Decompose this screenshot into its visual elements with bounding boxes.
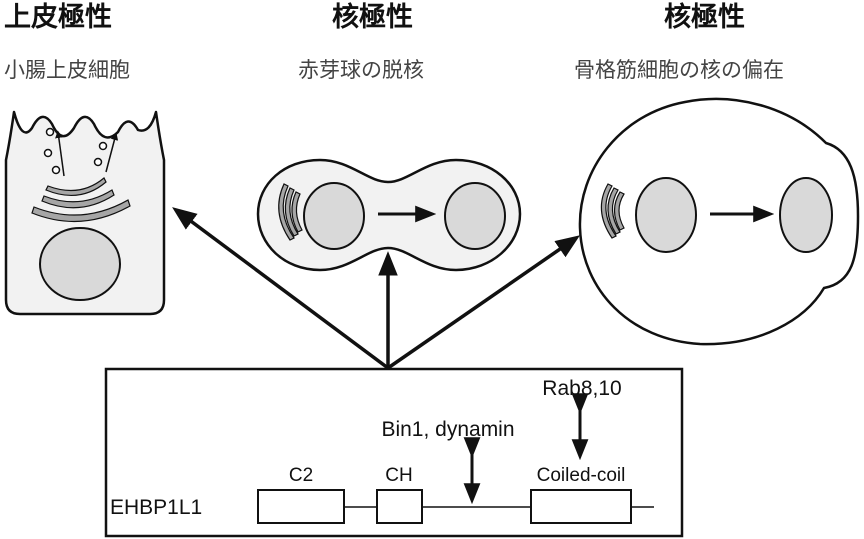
epithelial-cell — [4, 110, 166, 316]
muscle-cell — [578, 97, 860, 346]
panel-subtitle-erythroblast: 赤芽球の脱核 — [298, 58, 424, 82]
panel-subtitle-muscle: 骨格筋細胞の核の偏在 — [574, 58, 784, 82]
epithelial-nucleus — [39, 227, 121, 301]
domain-label-ch: CH — [385, 465, 412, 486]
protein-name: EHBP1L1 — [110, 496, 202, 519]
panel-subtitle-epithelial: 小腸上皮細胞 — [4, 58, 130, 82]
arrow-to-epithelial — [172, 207, 390, 370]
muscle-nucleus-origin — [635, 177, 697, 253]
panel-title-erythroblast: 核極性 — [332, 2, 413, 33]
domain-ch — [376, 489, 423, 524]
muscle-nucleus-peripheral — [779, 177, 833, 253]
domain-c2 — [257, 489, 345, 524]
golgi-apparatus — [31, 177, 131, 223]
binding-label-rab8-10: Rab8,10 — [542, 377, 621, 400]
protein-domain-panel: EHBP1L1 C2 CH Coiled-coil Bin1, dynamin … — [104, 367, 684, 538]
domain-label-coiled-coil: Coiled-coil — [537, 465, 626, 486]
vesicles — [43, 127, 108, 175]
domain-label-c2: C2 — [289, 465, 313, 486]
panel-title-epithelial: 上皮極性 — [4, 2, 112, 33]
secretion-arrow-right — [105, 132, 119, 173]
function-arrows — [172, 207, 581, 370]
erythroblast-nucleus-origin — [303, 182, 365, 250]
muscle-golgi — [600, 183, 625, 239]
binding-label-bin1-dynamin: Bin1, dynamin — [381, 418, 514, 441]
secretion-arrow-left — [55, 130, 65, 177]
erythroblast-cell — [256, 158, 522, 272]
erythroblast-nucleus-extruded — [444, 182, 506, 250]
muscle-cell-body — [578, 97, 860, 346]
domain-coiled-coil — [530, 489, 632, 524]
erythroblast-golgi — [278, 183, 303, 241]
panel-title-muscle: 核極性 — [664, 2, 745, 33]
arrow-to-muscle — [387, 235, 581, 370]
